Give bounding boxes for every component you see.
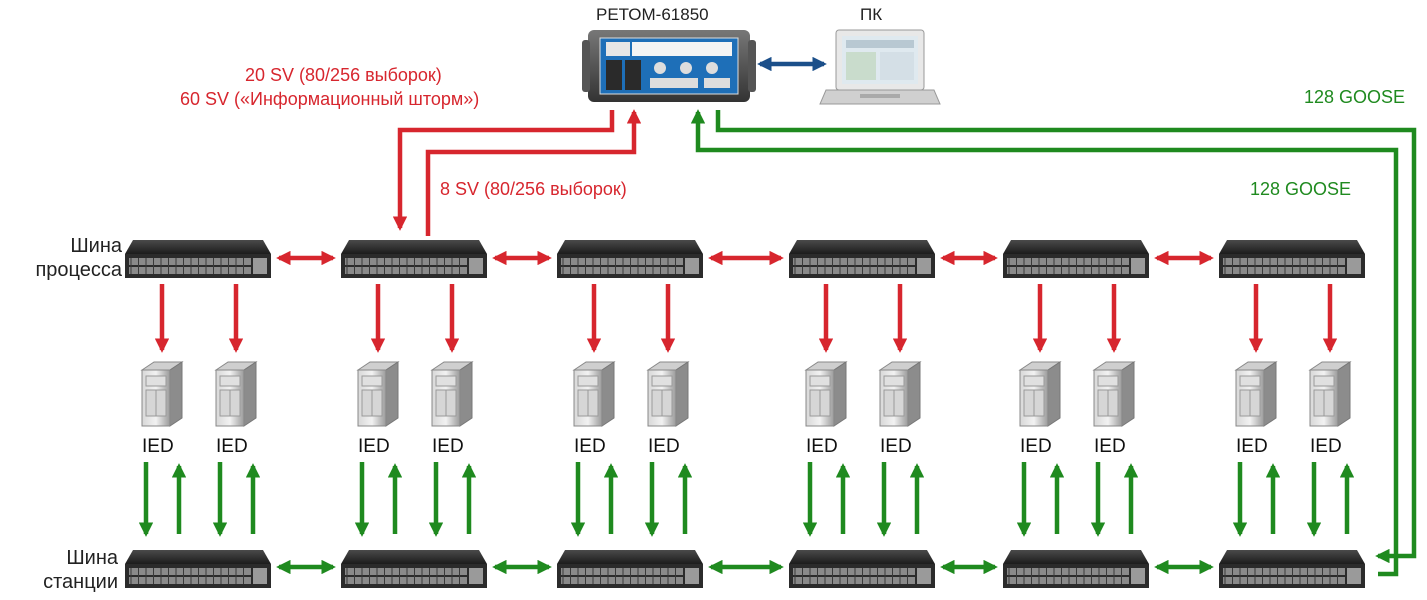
ied-server-icon	[1308, 361, 1352, 427]
station-bus-switch	[789, 550, 935, 588]
ied-server-icon	[1092, 361, 1136, 427]
sv-label-line1: 20 SV (80/256 выборок)	[245, 65, 442, 85]
station-bus-switch	[557, 550, 703, 588]
ied-server-icon	[646, 361, 690, 427]
ied-group	[557, 240, 703, 588]
ied-label: IED	[574, 436, 606, 457]
ied-server-icon	[1234, 361, 1278, 427]
ied-server-icon	[214, 361, 258, 427]
pc-title: ПК	[860, 5, 883, 24]
process-bus-switch	[125, 240, 271, 278]
ied-label: IED	[1020, 436, 1052, 457]
ied-label: IED	[432, 436, 464, 457]
ied-server-icon	[140, 361, 184, 427]
process-bus-switch	[341, 240, 487, 278]
ied-label: IED	[880, 436, 912, 457]
ied-group	[1219, 240, 1365, 588]
ied-group	[789, 240, 935, 588]
station-bus-switch	[1219, 550, 1365, 588]
process-bus-switch	[557, 240, 703, 278]
ied-server-icon	[804, 361, 848, 427]
goose-label-outer: 128 GOOSE	[1304, 87, 1406, 107]
ied-server-icon	[356, 361, 400, 427]
sv-label-mid: 8 SV (80/256 выборок)	[440, 179, 627, 199]
ied-server-icon	[878, 361, 922, 427]
process-bus-label: Шина процесса	[6, 234, 122, 282]
process-bus-switch	[1219, 240, 1365, 278]
ied-label: IED	[142, 436, 174, 457]
ied-label: IED	[1310, 436, 1342, 457]
process-bus-line2: процесса	[35, 259, 122, 281]
ied-label: IED	[1236, 436, 1268, 457]
station-bus-switch	[1003, 550, 1149, 588]
station-bus-label: Шина станции	[6, 546, 118, 594]
ied-label: IED	[358, 436, 390, 457]
ied-group	[125, 240, 271, 588]
sv-label-line2: 60 SV («Информационный шторм»)	[180, 89, 480, 109]
ied-server-icon	[430, 361, 474, 427]
process-bus-switch	[789, 240, 935, 278]
ied-label: IED	[216, 436, 248, 457]
ied-label: IED	[1094, 436, 1126, 457]
station-bus-line2: станции	[43, 571, 118, 593]
goose-links	[690, 109, 1417, 577]
ied-server-icon	[1018, 361, 1062, 427]
tester-title: РЕТОМ-61850	[596, 5, 709, 24]
process-bus-line1: Шина	[70, 235, 122, 257]
ied-label: IED	[648, 436, 680, 457]
goose-label-inner: 128 GOOSE	[1250, 179, 1352, 199]
station-bus-switch	[125, 550, 271, 588]
ied-group	[341, 240, 487, 588]
process-bus-switch	[1003, 240, 1149, 278]
ied-group	[1003, 240, 1149, 588]
station-bus-switch	[341, 550, 487, 588]
sv-links	[392, 109, 642, 236]
ied-label: IED	[806, 436, 838, 457]
pc-laptop	[819, 29, 941, 105]
station-bus-line1: Шина	[66, 547, 118, 569]
tester-device	[582, 30, 756, 102]
ied-server-icon	[572, 361, 616, 427]
